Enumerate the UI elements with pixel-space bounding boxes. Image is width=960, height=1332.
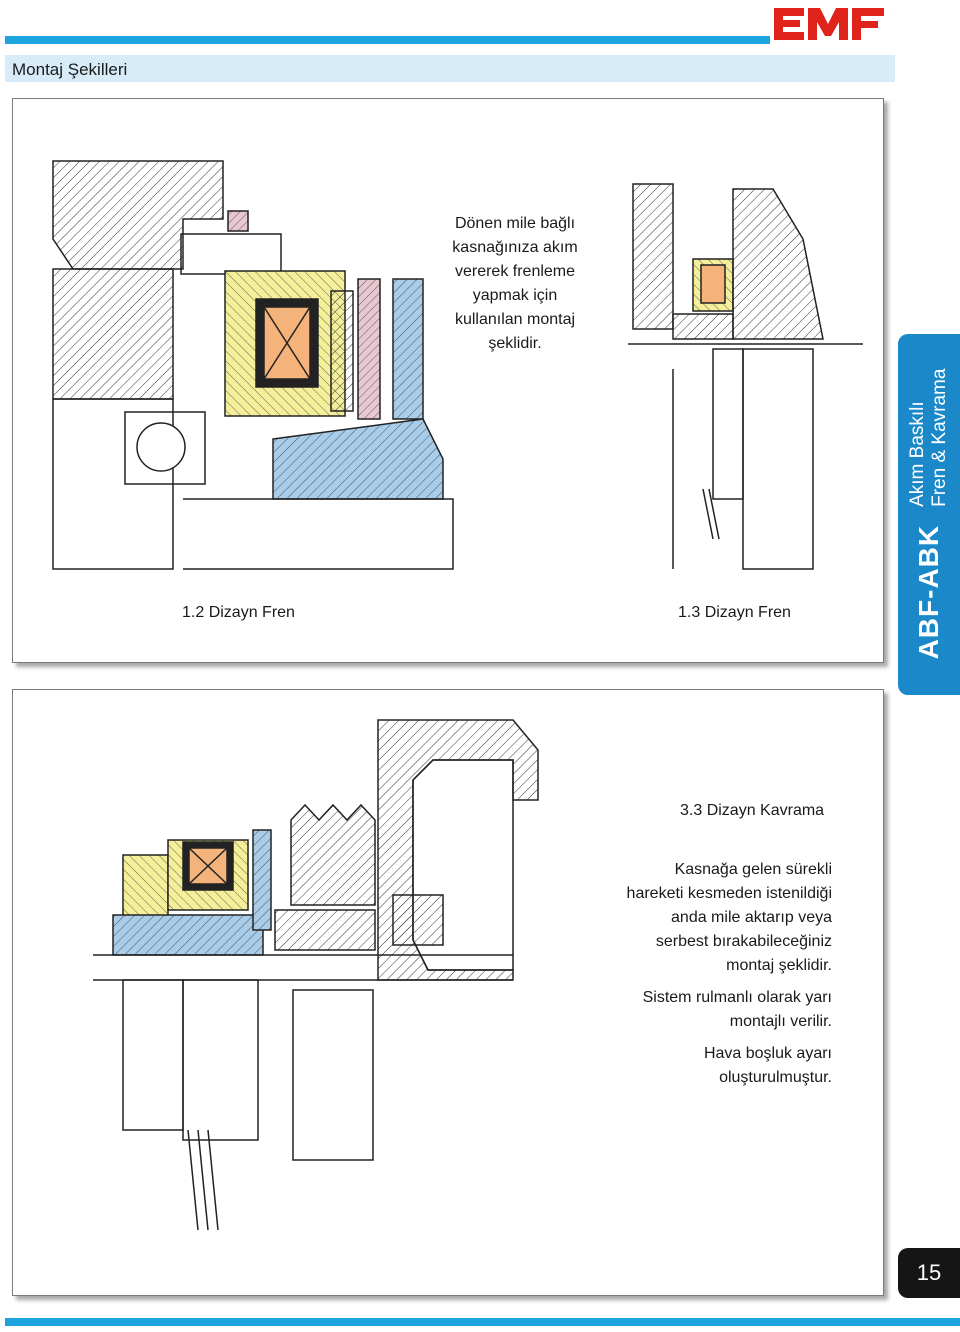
- side-tab-model: ABF-ABK: [913, 524, 944, 660]
- figure1-description-line: yapmak için: [472, 287, 558, 304]
- side-tab-subtitle-1: Akım Baskılı: [907, 401, 928, 507]
- figure2-description-line: Kasnağa gelen sürekli: [674, 861, 832, 878]
- caption-3-3: 3.3 Dizayn Kavrama: [680, 802, 825, 819]
- clutch-drawing: [93, 719, 539, 1231]
- section-title: Montaj Şekilleri: [12, 60, 128, 79]
- figure1-description-line: Dönen mile bağlı: [454, 215, 576, 232]
- section-title-bar: [5, 55, 895, 82]
- figure1-description-line: şeklidir.: [488, 335, 542, 352]
- figure2-note2-line: Hava boşluk ayarı: [703, 1045, 832, 1062]
- caption-1-3: 1.3 Dizayn Fren: [678, 604, 791, 621]
- figure2-note-line: Sistem rulmanlı olarak yarı: [642, 989, 832, 1006]
- figure2-note2-line: oluşturulmuştur.: [719, 1069, 832, 1086]
- figure2-note-line: montajlı verilir.: [729, 1013, 832, 1030]
- figure-panel-clutch: [12, 689, 884, 1296]
- figure-panel-brakes: [12, 98, 884, 663]
- footer-accent-bar: [5, 1318, 960, 1326]
- header-accent-bar: [5, 36, 785, 44]
- page-number: 15: [898, 1248, 960, 1298]
- emf-logo: [770, 4, 895, 44]
- figure2-description-line: anda mile aktarıp veya: [671, 909, 832, 926]
- figure2-description: Kasnağa gelen sürekli hareketi kesmeden …: [560, 858, 832, 1090]
- drawing-3-3: [93, 719, 539, 1231]
- side-product-tab: ABF-ABK Akım Baskılı Fren & Kavrama: [898, 334, 960, 695]
- brake-drawings: [52, 160, 863, 570]
- figure1-description-line: vererek frenleme: [454, 263, 576, 280]
- figure1-description-line: kasnağınıza akım: [452, 239, 578, 256]
- figure2-description-line: hareketi kesmeden istenildiği: [626, 885, 832, 902]
- side-tab-subtitle-2: Fren & Kavrama: [929, 368, 950, 507]
- figure2-description-line: montaj şeklidir.: [726, 957, 832, 974]
- figure1-description: Dönen mile bağlı kasnağınıza akım verere…: [420, 212, 610, 356]
- drawing-1-3: [628, 183, 863, 570]
- caption-1-2: 1.2 Dizayn Fren: [182, 604, 295, 621]
- figure1-description-line: kullanılan montaj: [454, 311, 576, 328]
- figure2-description-line: serbest bırakabileceğiniz: [655, 933, 832, 950]
- drawing-1-2: [52, 160, 454, 570]
